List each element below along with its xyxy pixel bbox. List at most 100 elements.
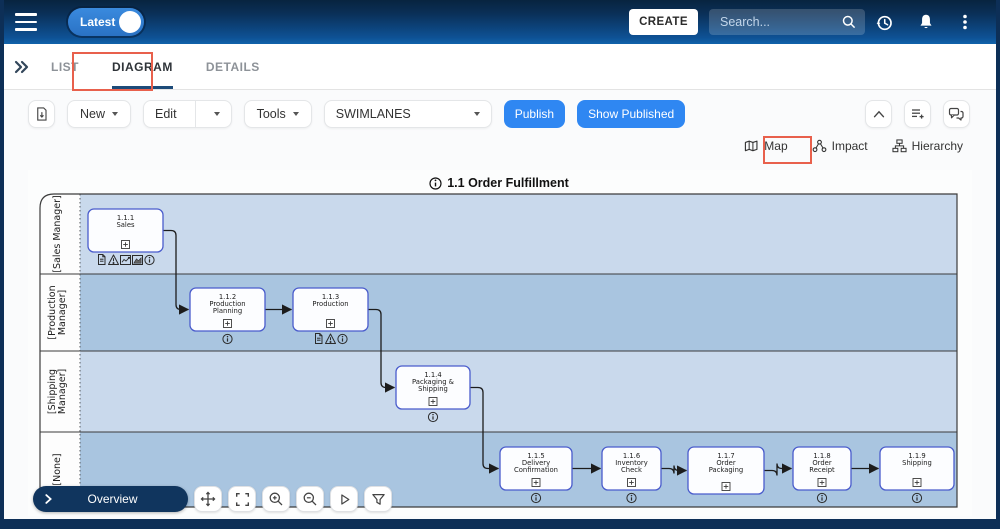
map-icon (745, 140, 758, 152)
top-bar: Latest CREATE (0, 0, 1000, 44)
flow-connector (470, 386, 500, 474)
node-label: Order (716, 459, 736, 467)
history-icon[interactable] (872, 10, 896, 34)
flow-connector (163, 229, 190, 315)
info-icon[interactable] (816, 492, 828, 504)
expand-icon[interactable] (531, 478, 541, 487)
zoom-out-button[interactable] (296, 486, 324, 512)
node-label: Confirmation (514, 466, 558, 474)
expand-panel-icon[interactable] (12, 57, 32, 77)
add-to-list-button[interactable] (904, 100, 931, 128)
expand-icon[interactable] (428, 397, 438, 406)
tab-details[interactable]: DETAILS (205, 59, 260, 74)
pan-icon (200, 491, 216, 507)
filter-icon (371, 493, 385, 505)
notifications-bell-icon[interactable] (914, 10, 938, 34)
lane-label: [None] (52, 453, 63, 485)
comments-button[interactable] (943, 100, 970, 128)
info-icon[interactable] (144, 254, 155, 266)
edit-dropdown-button[interactable] (203, 101, 231, 127)
expand-icon[interactable] (627, 478, 636, 487)
map-view-button[interactable]: Map (744, 139, 788, 153)
area-chart-icon[interactable] (132, 255, 143, 265)
info-icon[interactable] (427, 411, 439, 423)
expand-icon[interactable] (817, 478, 827, 487)
info-icon[interactable] (626, 492, 637, 504)
lane-label: [Sales Manager] (52, 195, 63, 272)
tab-diagram[interactable]: DIAGRAM (112, 44, 173, 89)
line-chart-icon[interactable] (120, 255, 131, 265)
search-input[interactable] (720, 15, 841, 29)
diagram-bottom-controls: Overview (33, 486, 392, 512)
caret-down-icon (292, 112, 299, 116)
zoom-in-icon (269, 492, 283, 506)
hierarchy-view-button[interactable]: Hierarchy (892, 139, 963, 153)
fit-screen-button[interactable] (228, 486, 256, 512)
info-icon[interactable] (337, 333, 348, 345)
diagram-type-select[interactable]: SWIMLANES (323, 100, 492, 128)
window-border-bottom (0, 519, 1000, 529)
zoom-in-button[interactable] (262, 486, 290, 512)
caret-down-icon (473, 112, 480, 116)
expand-icon[interactable] (223, 319, 232, 328)
expand-icon[interactable] (912, 478, 922, 487)
flow-connector (661, 465, 688, 476)
expand-icon[interactable] (721, 482, 731, 491)
warning-icon[interactable] (325, 333, 336, 344)
node-label: Check (621, 466, 642, 474)
info-icon (429, 176, 442, 190)
expand-icon[interactable] (326, 319, 335, 328)
play-button[interactable] (330, 486, 358, 512)
expand-icon[interactable] (121, 240, 130, 249)
create-button[interactable]: CREATE (629, 9, 698, 35)
lane-[Sales Manager] (80, 194, 957, 274)
show-published-button[interactable]: Show Published (577, 100, 686, 128)
search-box[interactable] (709, 9, 865, 35)
node-label: 1.1.9 (908, 452, 925, 460)
info-icon[interactable] (911, 492, 923, 504)
caret-down-icon (213, 112, 220, 116)
kebab-menu-icon[interactable] (953, 10, 977, 34)
new-button[interactable]: New (67, 100, 132, 128)
node-label: Packaging (709, 466, 744, 474)
node-label: Inventory (615, 459, 647, 467)
tools-button[interactable]: Tools (243, 100, 312, 128)
node-label: Shipping (902, 459, 932, 467)
info-icon[interactable] (222, 333, 233, 345)
warning-icon[interactable] (108, 254, 119, 265)
overview-button[interactable]: Overview (33, 486, 188, 512)
node-label: Production (312, 300, 348, 308)
node-label: 1.1.5 (527, 452, 544, 460)
node-label: 1.1.1 (117, 214, 134, 222)
document-icon[interactable] (98, 254, 106, 265)
publish-button[interactable]: Publish (503, 100, 566, 128)
impact-view-button[interactable]: Impact (812, 139, 868, 153)
menu-icon[interactable] (15, 13, 37, 31)
lane-label: Manager] (57, 369, 68, 414)
tab-list[interactable]: LIST (51, 59, 79, 74)
collapse-toolbar-button[interactable] (865, 100, 892, 128)
node-label: Planning (213, 307, 242, 315)
document-icon[interactable] (315, 333, 323, 344)
pan-button[interactable] (194, 486, 222, 512)
file-download-button[interactable] (28, 100, 55, 128)
latest-toggle[interactable]: Latest (68, 8, 144, 36)
overview-label: Overview (87, 492, 138, 506)
zoom-out-icon (303, 492, 317, 506)
edit-button[interactable]: Edit (155, 107, 177, 121)
diagram-title-text: 1.1 Order Fulfillment (447, 176, 569, 190)
search-icon[interactable] (841, 14, 857, 30)
info-icon[interactable] (530, 492, 542, 504)
filter-button[interactable] (364, 486, 392, 512)
latest-toggle-label: Latest (80, 15, 116, 29)
